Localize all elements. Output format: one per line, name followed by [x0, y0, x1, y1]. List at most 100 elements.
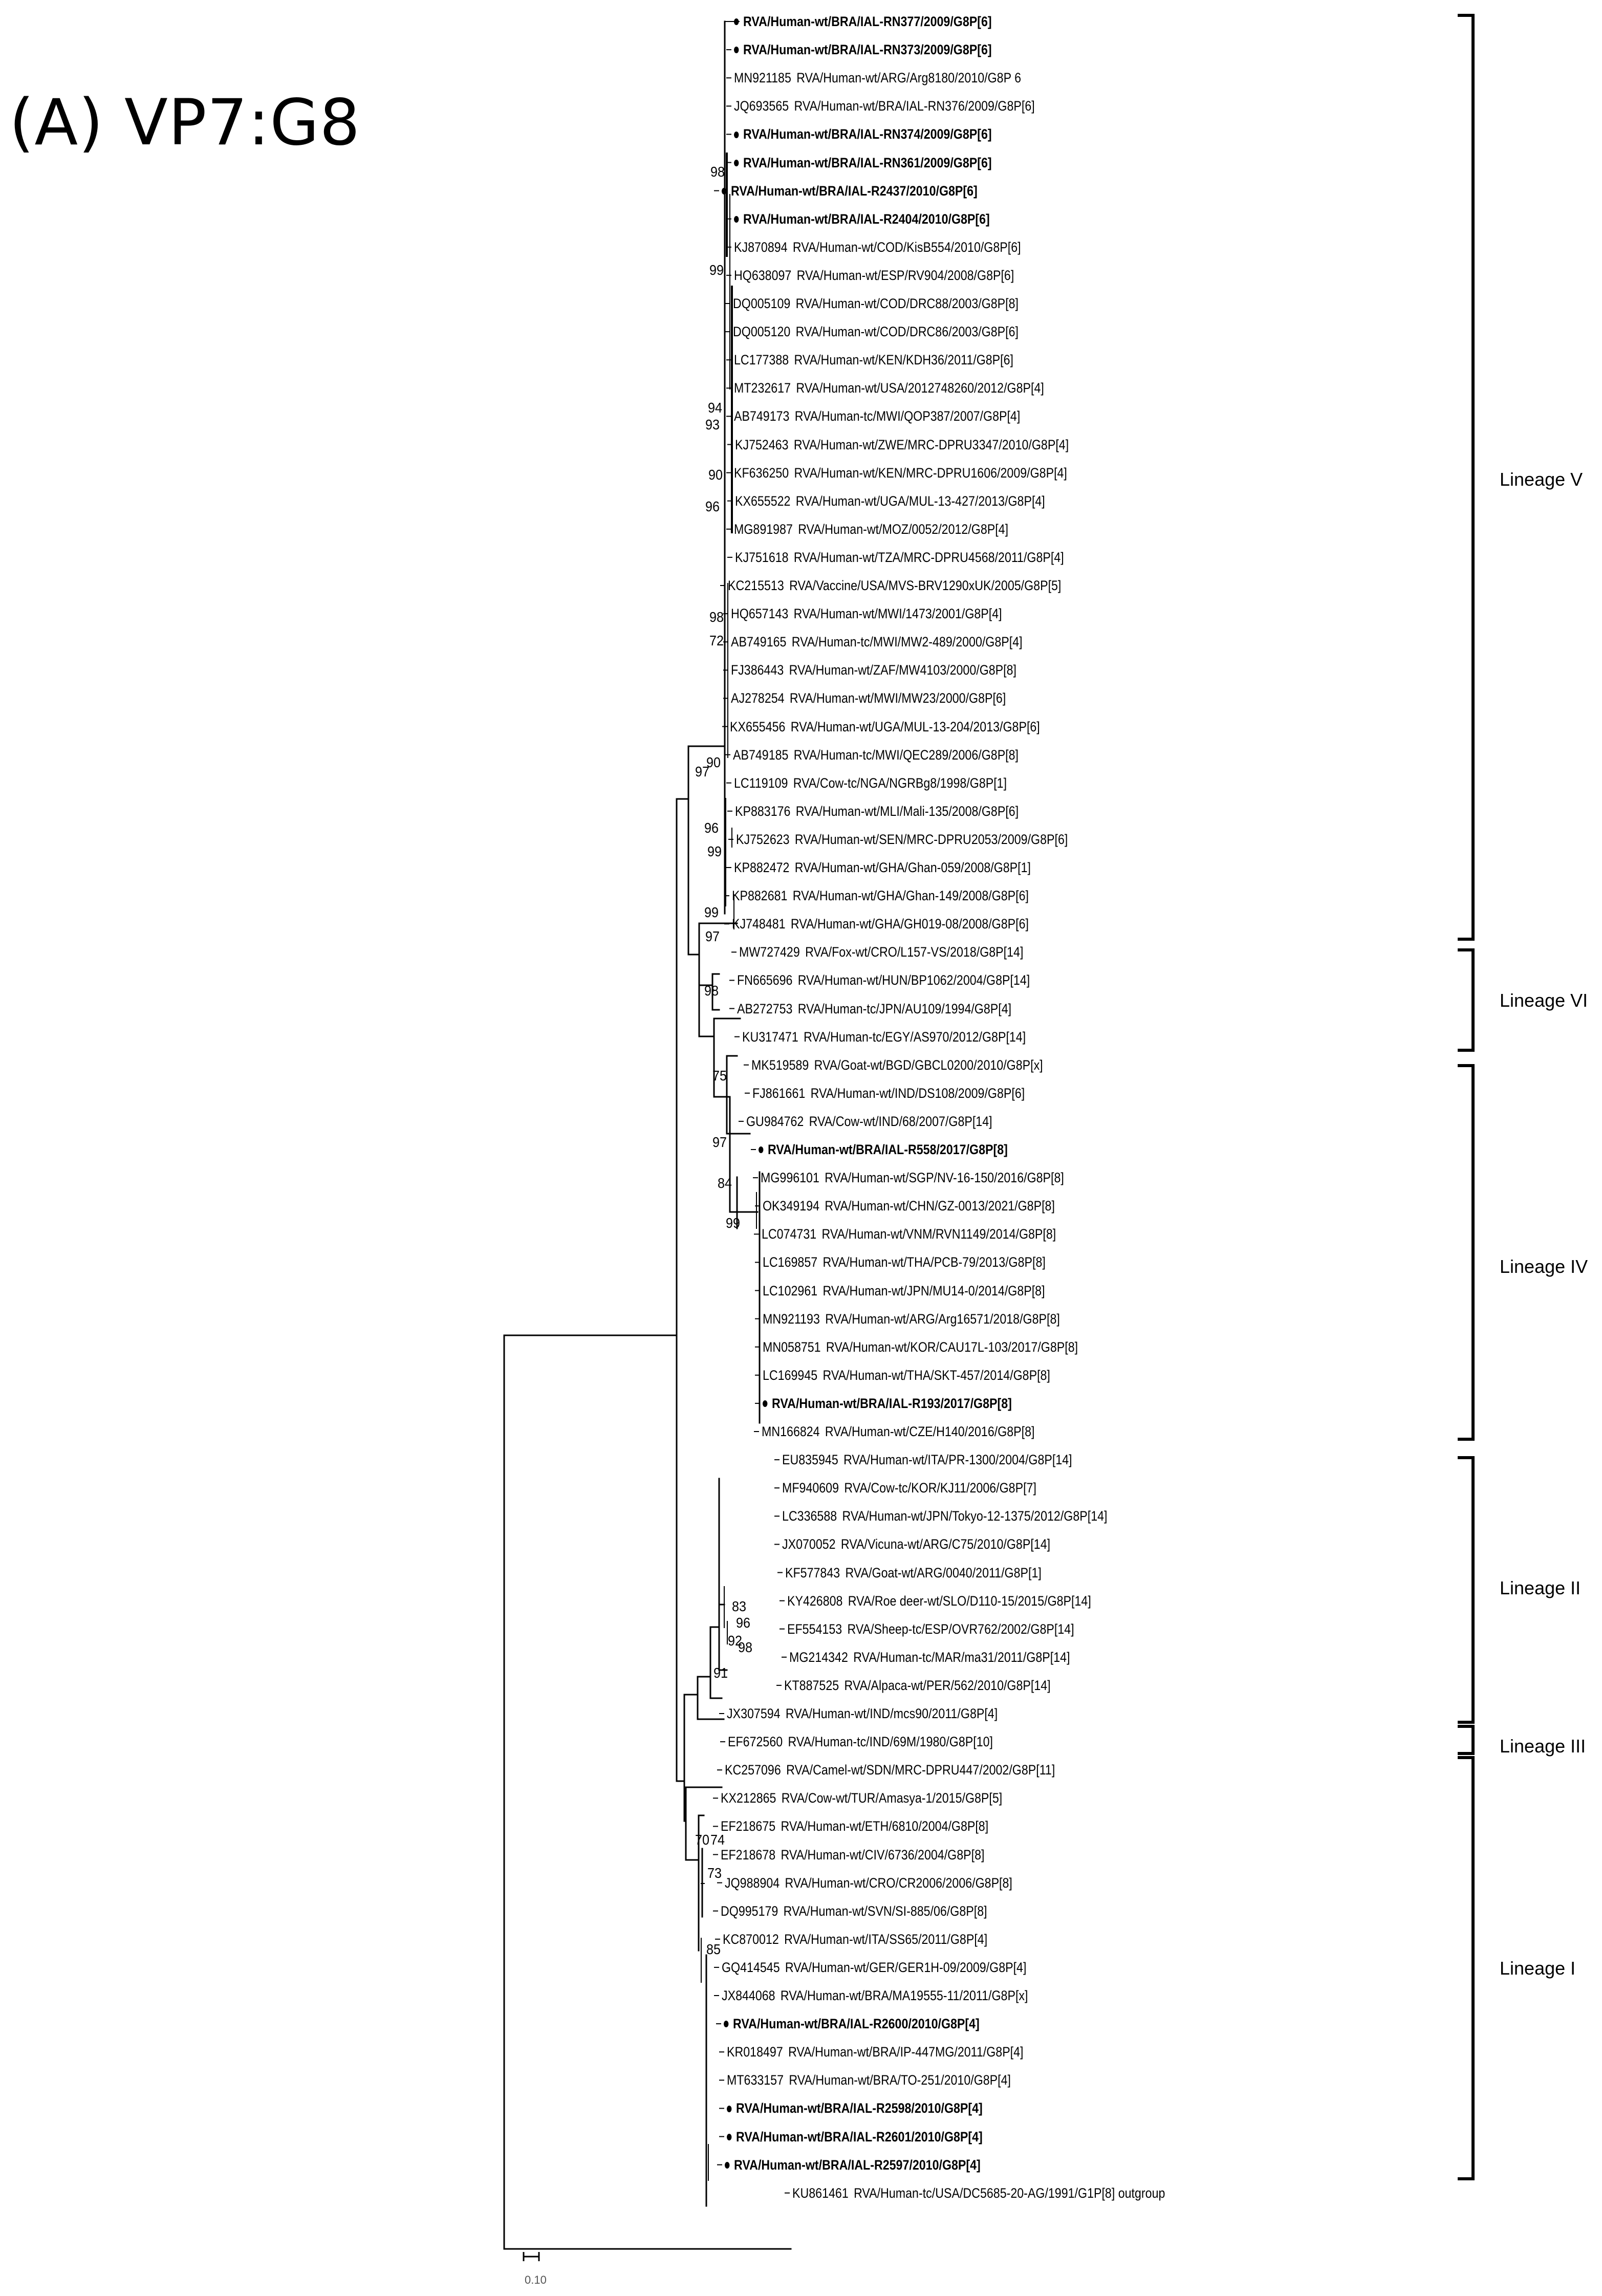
study-marker-icon	[734, 159, 739, 166]
tree-branches	[503, 20, 792, 2250]
strain-name: RVA/Human-wt/BRA/IAL-R2601/2010/G8P[4]	[736, 2129, 983, 2145]
bootstrap-value: 98	[704, 983, 719, 999]
strain-name: RVA/Human-wt/UGA/MUL-13-427/2013/G8P[4]	[795, 493, 1045, 509]
lineage-bracket	[1458, 14, 1475, 941]
bootstrap-value: 70	[695, 1832, 709, 1848]
bootstrap-value: 96	[705, 499, 720, 514]
accession-number: JX070052	[782, 1536, 836, 1552]
study-marker-icon	[722, 187, 727, 194]
accession-number: MG214342	[789, 1649, 848, 1665]
accession-number: MN921185	[734, 70, 791, 86]
strain-name: RVA/Human-wt/UGA/MUL-13-204/2013/G8P[6]	[790, 719, 1040, 734]
lineage-label: Lineage II	[1500, 1577, 1581, 1598]
accession-number: GU984762	[746, 1113, 804, 1129]
strain-name: RVA/Human-wt/CRO/CR2006/2006/G8P[8]	[785, 1875, 1012, 1891]
accession-number: KF577843	[785, 1565, 840, 1580]
strain-name: RVA/Human-wt/ITA/PR-1300/2004/G8P[14]	[843, 1452, 1072, 1468]
strain-name: RVA/Human-wt/TZA/MRC-DPRU4568/2011/G8P[4…	[793, 549, 1064, 565]
accession-number: KP882681	[732, 888, 788, 904]
accession-number: MN921193	[763, 1311, 820, 1327]
bootstrap-value: 92	[727, 1633, 742, 1649]
accession-number: LC102961	[763, 1283, 818, 1298]
strain-name: RVA/Human-wt/CIV/6736/2004/G8P[8]	[781, 1847, 985, 1862]
strain-name: RVA/Human-wt/CHN/GZ-0013/2021/G8P[8]	[825, 1198, 1055, 1214]
accession-number: LC177388	[734, 352, 789, 368]
accession-number: MT232617	[734, 380, 791, 396]
accession-number: KJ751618	[735, 549, 789, 565]
study-marker-icon	[759, 1146, 764, 1154]
strain-name: RVA/Human-wt/ETH/6810/2004/G8P[8]	[781, 1818, 989, 1834]
figure-title: (A) VP7:G8	[9, 86, 361, 160]
strain-name: RVA/Vaccine/USA/MVS-BRV1290xUK/2005/G8P[…	[789, 578, 1062, 593]
strain-name: RVA/Cow-wt/TUR/Amasya-1/2015/G8P[5]	[781, 1790, 1003, 1806]
bootstrap-value: 98	[709, 609, 724, 625]
bootstrap-value: 99	[707, 843, 722, 859]
strain-name: RVA/Vicuna-wt/ARG/C75/2010/G8P[14]	[840, 1536, 1051, 1552]
strain-name: RVA/Human-wt/COD/DRC86/2003/G8P[6]	[795, 324, 1019, 340]
lineage-bracket	[1458, 1725, 1475, 1755]
accession-number: LC169945	[763, 1367, 818, 1383]
reference-strain-label: KF577843 RVA/Goat-wt/ARG/0040/2011/G8P[1]	[785, 1565, 1042, 1580]
strain-name: RVA/Human-wt/BRA/IAL-R2437/2010/G8P[6]	[731, 183, 978, 199]
strain-name: RVA/Human-tc/MWI/MW2-489/2000/G8P[4]	[791, 634, 1023, 650]
reference-strain-label: LC119109 RVA/Cow-tc/NGA/NGRBg8/1998/G8P[1…	[734, 775, 1007, 791]
strain-name: RVA/Human-tc/MAR/ma31/2011/G8P[14]	[853, 1649, 1070, 1665]
strain-name: RVA/Human-tc/USA/DC5685-20-AG/1991/G1P[8…	[854, 2185, 1165, 2201]
strain-name: RVA/Human-wt/USA/2012748260/2012/G8P[4]	[796, 380, 1044, 396]
strain-name: RVA/Alpaca-wt/PER/562/2010/G8P[14]	[844, 1677, 1051, 1693]
accession-number: KX212865	[721, 1790, 776, 1806]
strain-name: RVA/Cow-tc/KOR/KJ11/2006/G8P[7]	[844, 1480, 1036, 1496]
strain-name: RVA/Cow-tc/NGA/NGRBg8/1998/G8P[1]	[793, 775, 1007, 791]
accession-number: KU861461	[792, 2185, 849, 2201]
strain-name: RVA/Human-wt/GHA/Ghan-059/2008/G8P[1]	[794, 860, 1031, 875]
accession-number: KJ870894	[734, 239, 788, 255]
bootstrap-value: 97	[705, 928, 720, 944]
study-strain-label: RVA/Human-wt/BRA/IAL-R558/2017/G8P[8]	[759, 1142, 1008, 1157]
accession-number: LC074731	[762, 1226, 817, 1242]
strain-name: RVA/Human-wt/ZWE/MRC-DPRU3347/2010/G8P[4…	[793, 437, 1069, 452]
strain-name: RVA/Human-wt/ARG/Arg8180/2010/G8P 6	[796, 70, 1022, 86]
strain-name: RVA/Human-wt/BRA/IAL-RN373/2009/G8P[6]	[743, 42, 992, 58]
accession-number: LC119109	[734, 775, 788, 791]
reference-strain-label: MT232617 RVA/Human-wt/USA/2012748260/2012…	[734, 380, 1044, 396]
accession-number: OK349194	[763, 1198, 820, 1214]
bootstrap-value: 99	[725, 1215, 740, 1231]
bootstrap-value: 90	[706, 754, 721, 770]
accession-number: JQ693565	[734, 98, 789, 114]
accession-number: AJ278254	[731, 690, 785, 706]
strain-name: RVA/Human-wt/JPN/Tokyo-12-1375/2012/G8P[…	[842, 1508, 1108, 1524]
strain-name: RVA/Human-wt/MLI/Mali-135/2008/G8P[6]	[795, 803, 1019, 819]
accession-number: EU835945	[782, 1452, 838, 1468]
strain-name: RVA/Human-wt/MWI/1473/2001/G8P[4]	[793, 606, 1002, 622]
lineage-bracket	[1458, 1456, 1475, 1724]
strain-name: RVA/Goat-wt/ARG/0040/2011/G8P[1]	[845, 1565, 1042, 1580]
accession-number: MW727429	[739, 944, 800, 960]
bootstrap-value: 75	[712, 1068, 727, 1084]
strain-name: RVA/Roe deer-wt/SLO/D110-15/2015/G8P[14]	[848, 1593, 1091, 1609]
accession-number: AB749173	[734, 408, 790, 424]
bootstrap-value: 94	[707, 400, 722, 416]
study-strain-label: RVA/Human-wt/BRA/IAL-RN373/2009/G8P[6]	[734, 42, 992, 57]
